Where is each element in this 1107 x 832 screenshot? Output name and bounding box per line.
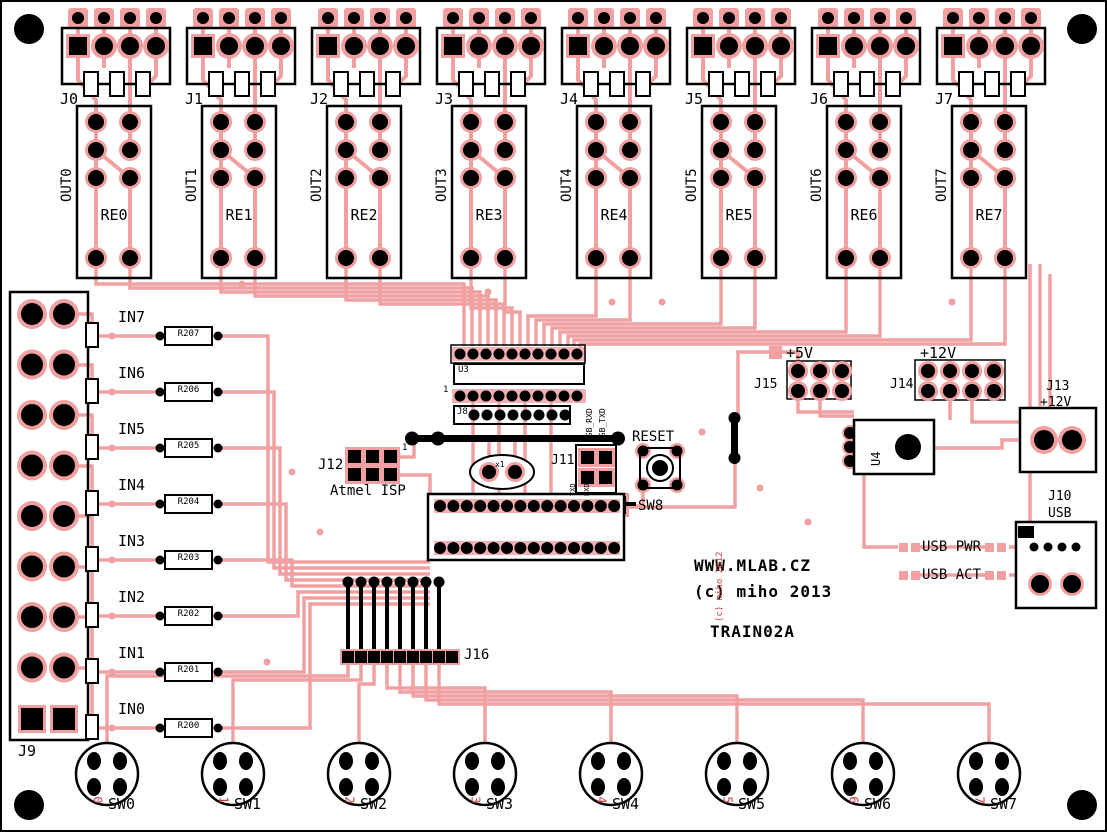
- usb-act-label: USB ACT: [922, 567, 982, 583]
- input-label: IN5: [118, 420, 146, 438]
- relay-label: RE3: [475, 206, 503, 224]
- out-label: OUT0: [59, 168, 75, 202]
- plus12v-label: +12V: [920, 344, 957, 362]
- switch-label: SW0: [108, 795, 136, 813]
- copyright-text: (c) miho 2013: [694, 582, 833, 601]
- out-label: OUT3: [434, 168, 450, 202]
- j16-label: J16: [464, 647, 490, 663]
- resistor-label: R205: [177, 441, 200, 451]
- switch-number: 1: [216, 796, 231, 804]
- switch-label: SW4: [612, 795, 640, 813]
- j12-label: J12: [318, 457, 344, 473]
- relay-module-footprint: [60, 6, 172, 280]
- switch-label: SW7: [990, 795, 1018, 813]
- txd-label: TXD: [569, 483, 577, 496]
- resistor-label: R201: [177, 665, 200, 675]
- j12-pin1-marker: 1: [402, 443, 408, 453]
- j8-label: J8: [457, 407, 468, 417]
- copper-traces: [64, 258, 1094, 743]
- switch-label: SW6: [864, 795, 892, 813]
- input-label: IN1: [118, 644, 146, 662]
- board-title: TRAIN02A: [710, 622, 796, 641]
- relay-label: RE0: [100, 206, 128, 224]
- j14-label: J14: [890, 377, 914, 392]
- switch-number: 3: [468, 796, 483, 804]
- resistor-label: R207: [177, 329, 200, 339]
- j13-voltage-label: +12V: [1040, 395, 1072, 410]
- input-label: IN7: [118, 308, 146, 326]
- switch-number: 6: [846, 796, 861, 804]
- switch-number: 5: [720, 796, 735, 804]
- connector-label: J4: [560, 90, 579, 108]
- input-label: IN0: [118, 700, 146, 718]
- relay-label: RE5: [725, 206, 753, 224]
- out-label: OUT1: [184, 168, 200, 202]
- j10-label: J10: [1048, 489, 1072, 504]
- relay-label: RE7: [975, 206, 1003, 224]
- connector-label: J6: [810, 90, 829, 108]
- mounting-holes: [14, 14, 1097, 820]
- j10-usb-label: USB: [1048, 506, 1072, 521]
- u3-pin1-marker: 1: [443, 385, 449, 395]
- resistor-label: R204: [177, 497, 200, 507]
- j9-outline: [8, 290, 90, 742]
- sw8-label: SW8: [638, 498, 664, 514]
- j9-label: J9: [18, 742, 37, 760]
- input-label: IN6: [118, 364, 146, 382]
- rxd-label: RXD: [583, 483, 591, 496]
- connector-label: J3: [435, 90, 454, 108]
- out-label: OUT4: [559, 168, 575, 202]
- j15-label: J15: [754, 377, 778, 392]
- connector-label: J0: [60, 90, 79, 108]
- switch-label: SW3: [486, 795, 514, 813]
- usb-rxd-label: USB_RXD: [585, 408, 594, 442]
- relay-label: RE2: [350, 206, 378, 224]
- switch-number: 0: [90, 796, 105, 804]
- connector-label: J7: [935, 90, 954, 108]
- switch-number: 4: [594, 796, 609, 804]
- resistor-label: R203: [177, 553, 200, 563]
- u3-label: U3: [458, 365, 469, 375]
- relay-label: RE6: [850, 206, 878, 224]
- j11-label: J11: [551, 453, 575, 468]
- connector-label: J2: [310, 90, 329, 108]
- relay-label: RE4: [600, 206, 628, 224]
- input-label: IN4: [118, 476, 146, 494]
- out-label: OUT2: [309, 168, 325, 202]
- copper-copyright-text: (c) miho 2012: [715, 551, 725, 622]
- crystal-label: x1: [495, 460, 505, 469]
- website-text: WWW.MLAB.CZ: [694, 556, 811, 575]
- usb-pwr-label: USB PWR: [922, 539, 982, 555]
- switch-number: 7: [972, 796, 987, 804]
- switch-label: SW5: [738, 795, 766, 813]
- resistor-label: R202: [177, 609, 200, 619]
- input-label: IN2: [118, 588, 146, 606]
- out-label: OUT6: [809, 168, 825, 202]
- relay-label: RE1: [225, 206, 253, 224]
- atmel-isp-label: Atmel ISP: [330, 483, 406, 499]
- usb-txd-label: USB_TXD: [598, 408, 607, 442]
- input-label: IN3: [118, 532, 146, 550]
- connector-label: J5: [685, 90, 704, 108]
- switch-label: SW2: [360, 795, 388, 813]
- connector-label: J1: [185, 90, 204, 108]
- j13-label: J13: [1046, 379, 1070, 394]
- resistor-label: R206: [177, 385, 200, 395]
- u4-label: U4: [869, 451, 883, 466]
- vias: [108, 280, 956, 732]
- reset-label: RESET: [632, 429, 675, 445]
- switch-number: 2: [342, 796, 357, 804]
- plus5v-label: +5V: [786, 344, 814, 362]
- switch-label: SW1: [234, 795, 262, 813]
- out-label: OUT5: [684, 168, 700, 202]
- resistor-label: R200: [177, 721, 200, 731]
- out-label: OUT7: [934, 168, 950, 202]
